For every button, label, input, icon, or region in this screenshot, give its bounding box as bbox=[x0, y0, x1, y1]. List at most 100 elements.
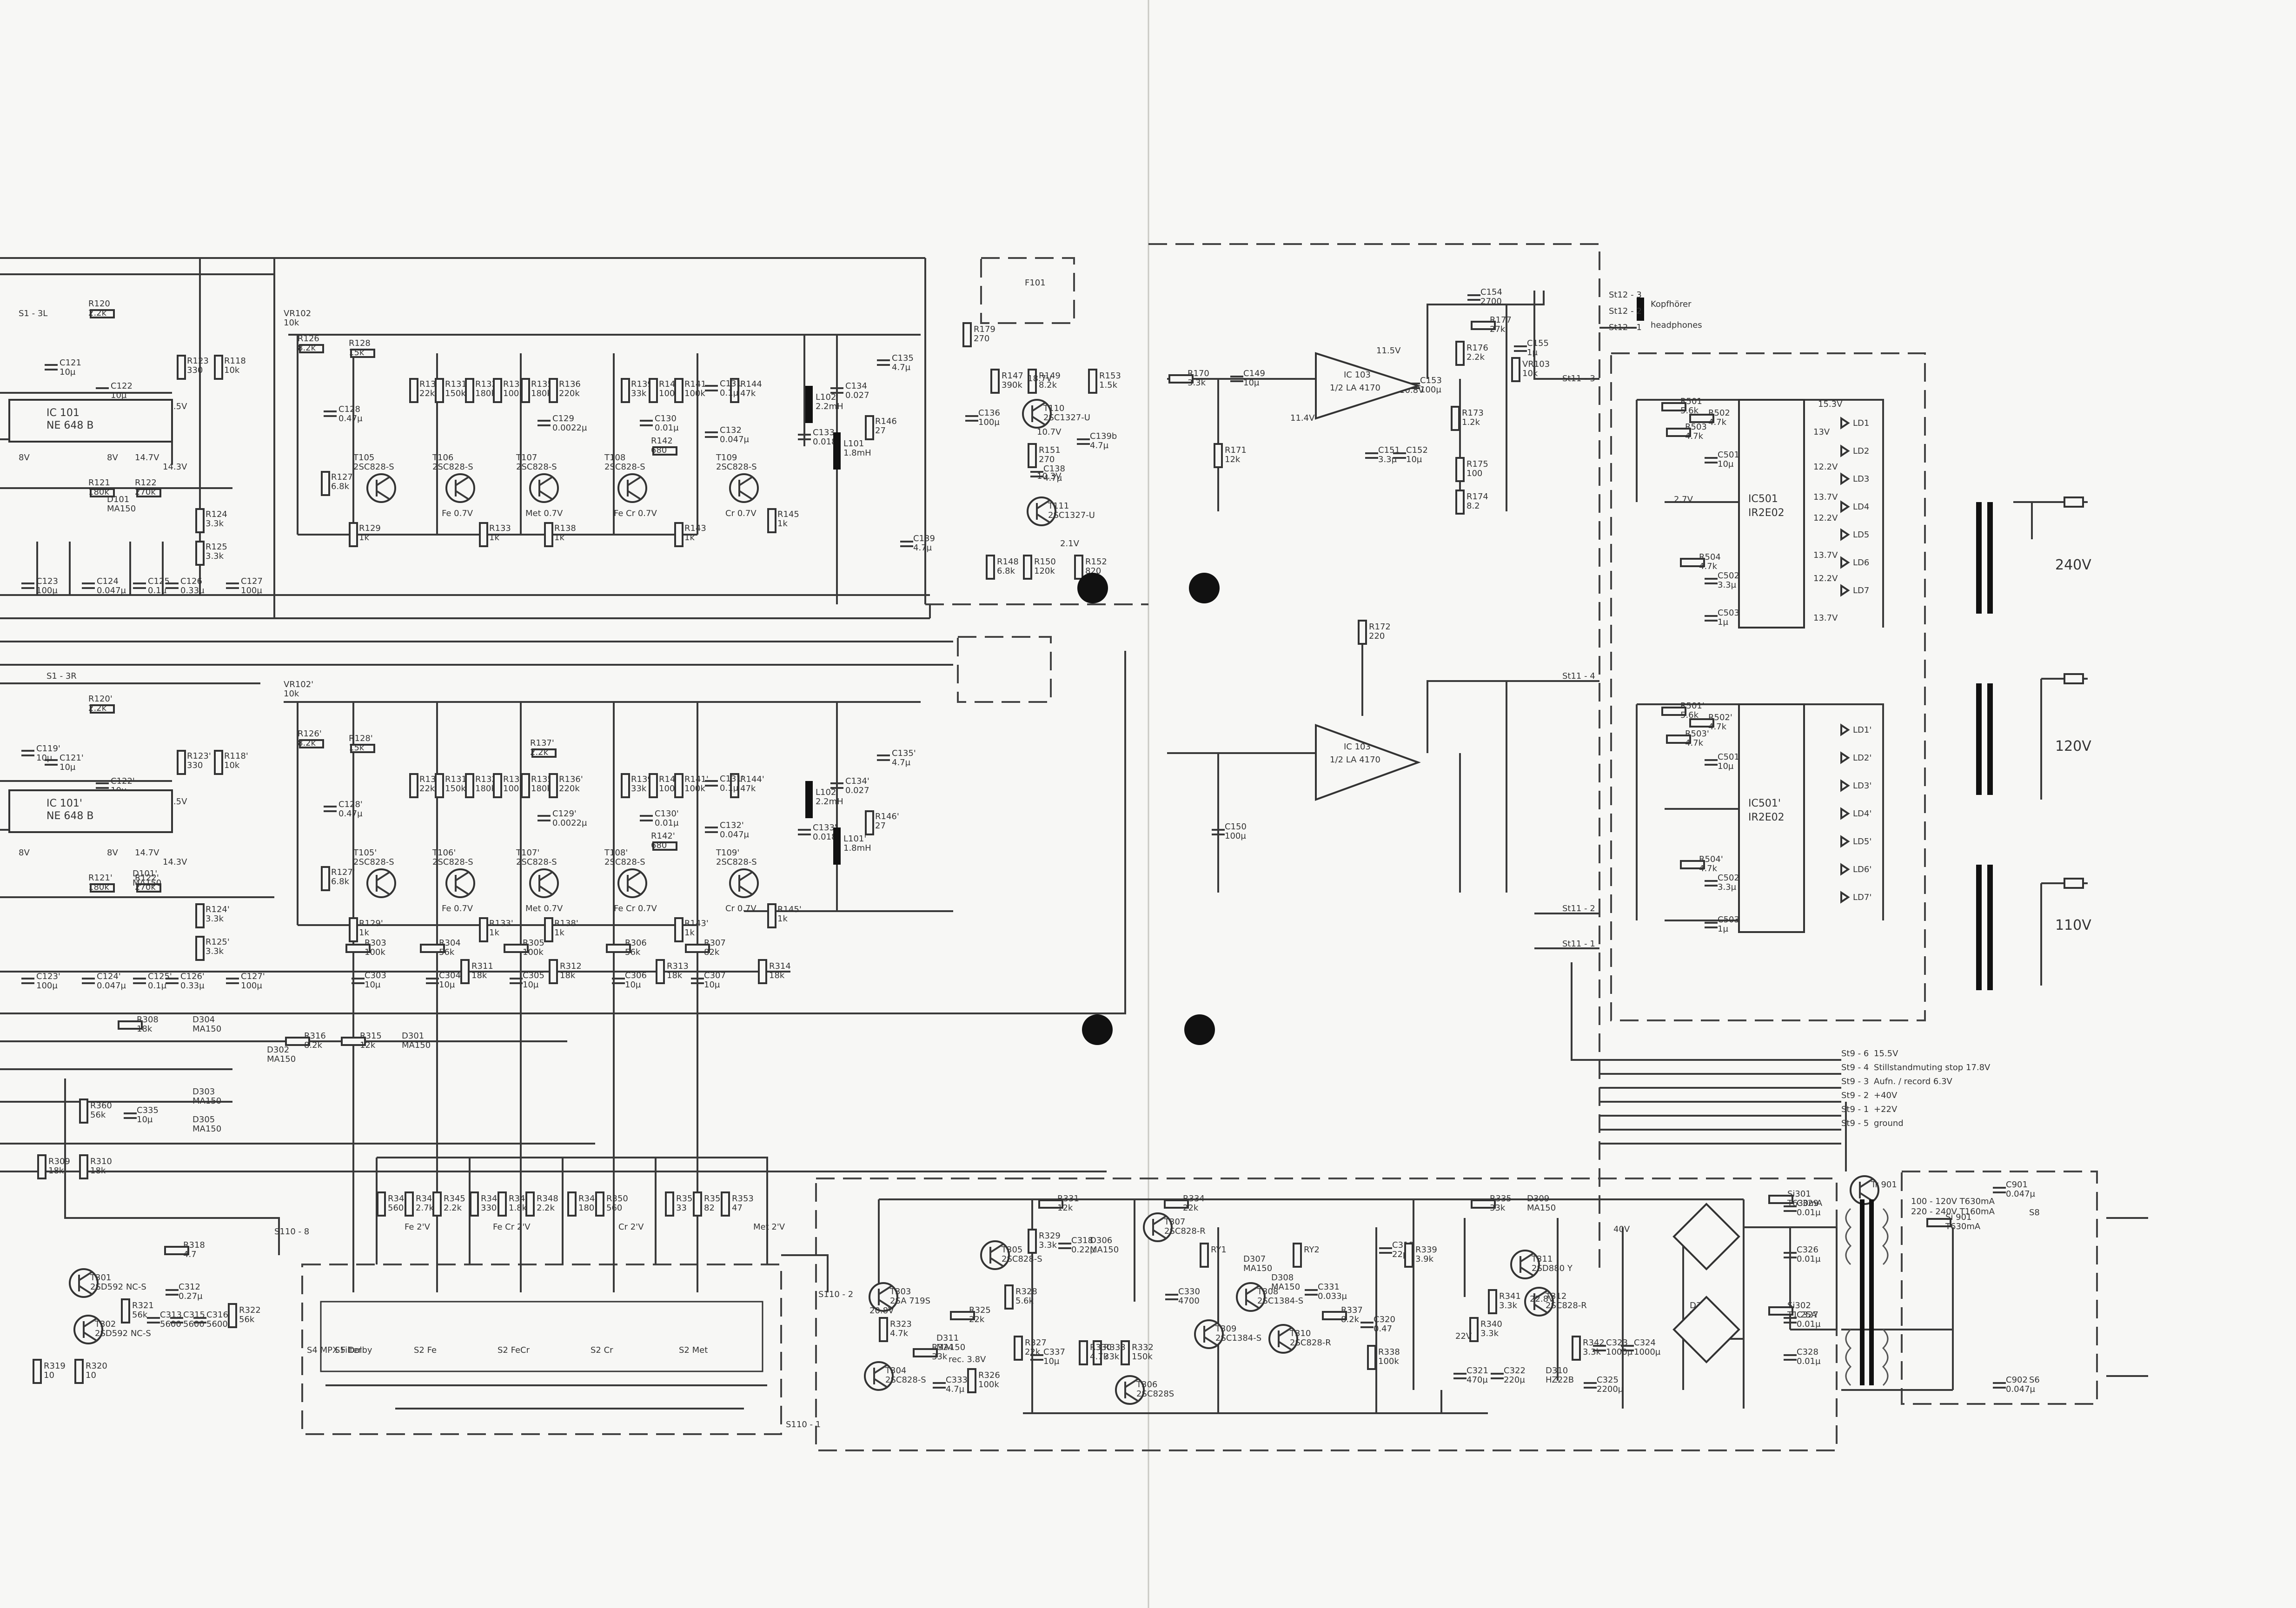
channel_right-c-ref-6: C132' bbox=[720, 821, 744, 830]
headphone-parts-val-27: 6.8k bbox=[997, 566, 1015, 576]
led-label-2: LD3' bbox=[1853, 781, 1871, 791]
power_supply-ref-2: T311 bbox=[1531, 1254, 1553, 1264]
resistor-body bbox=[90, 488, 115, 497]
channel_left-c-ref-11: C124 bbox=[97, 576, 119, 586]
mute-val-4: MA150 bbox=[402, 1040, 431, 1050]
resistor-body bbox=[214, 355, 223, 380]
resistor-body bbox=[1511, 357, 1520, 382]
channel_right-r-ref-18: R124' bbox=[206, 905, 230, 914]
bottom_left-val-3: 0.27µ bbox=[179, 1291, 203, 1301]
oscillator-val-20: MA150 bbox=[1090, 1245, 1119, 1255]
middle_filters-val-1: 56k bbox=[439, 947, 455, 957]
led_meter-bottom_parts-ref-2: R503' bbox=[1685, 729, 1709, 739]
selector_switch-resistors-ref-3: R346 bbox=[481, 1194, 503, 1204]
channel_right-r-val-14: 47k bbox=[740, 784, 756, 794]
middle_filters-ref-5: R311 bbox=[471, 961, 493, 971]
power_supply-ref-18: C326 bbox=[1797, 1245, 1818, 1255]
channel_left-r-val-9: 180k bbox=[531, 389, 552, 398]
channel_left-r-ref-24: R143 bbox=[684, 523, 706, 533]
power_supply-ref-21: Tr 901 bbox=[1871, 1180, 1897, 1190]
mute-ref-11: R310 bbox=[90, 1157, 112, 1166]
oscillator-val-9: 33k bbox=[932, 1352, 948, 1362]
tape-fe: Fe 2'V bbox=[405, 1222, 431, 1232]
oscillator-val-34: 3.9k bbox=[1415, 1254, 1434, 1264]
selector_switch-resistors-val-4: 1.8k bbox=[509, 1203, 527, 1213]
power_supply-ref-16: Si302 bbox=[1787, 1301, 1811, 1310]
middle_filters-val-11: 10µ bbox=[523, 980, 539, 990]
resistor-body bbox=[1293, 1243, 1302, 1268]
led-label-4: LD5 bbox=[1853, 530, 1869, 540]
resistor-body bbox=[121, 1298, 130, 1323]
resistor-body bbox=[549, 378, 558, 403]
oscillator-val-24: 4700 bbox=[1178, 1296, 1200, 1306]
capacitor-symbol bbox=[82, 978, 95, 984]
channel_right-r-val-23: 1k bbox=[554, 928, 564, 938]
led_meter-bottom_parts-ref-4: R504' bbox=[1699, 854, 1723, 864]
selector_switch-resistors-ref-9: R352 bbox=[704, 1194, 726, 1204]
transistor-symbol bbox=[1268, 1324, 1298, 1354]
selector_switch-resistors-ref-7: R350 bbox=[606, 1194, 628, 1204]
led_meter-bottom_parts-ref-3: C501' bbox=[1718, 752, 1742, 762]
middle_filters-val-7: 18k bbox=[667, 971, 683, 980]
power_supply-val-23: 0.047µ bbox=[2006, 1384, 2036, 1394]
selector-110v: 110V bbox=[2055, 917, 2091, 933]
resistor-body bbox=[321, 866, 330, 891]
capacitor-symbol bbox=[166, 1289, 179, 1296]
capacitor-symbol bbox=[1453, 1373, 1467, 1379]
selector-240v: 240V bbox=[2055, 557, 2091, 573]
bus-pin-6: St9 - 6 bbox=[1841, 1049, 1869, 1059]
selector_switch-resistors-val-5: 2.2k bbox=[537, 1203, 555, 1213]
channel_right-r-ref-19: R125' bbox=[206, 937, 230, 947]
middle_filters-val-8: 18k bbox=[769, 971, 785, 980]
oscillator-val-18: 0.22µ bbox=[1071, 1245, 1095, 1255]
oscillator-ref-17: R329 bbox=[1039, 1231, 1061, 1241]
headphone-parts-val-8: 8.2 bbox=[1467, 501, 1480, 511]
bus-label-6: 15.5V bbox=[1874, 1049, 1898, 1059]
oscillator-val-10: 22k bbox=[969, 1315, 985, 1324]
resistor-body bbox=[195, 903, 205, 928]
channel_left-r-val-22: 1k bbox=[489, 533, 499, 543]
oscillator-val-3: 2SC828S bbox=[1136, 1389, 1174, 1399]
bottom_left-ref-8: R322 bbox=[239, 1305, 261, 1315]
channel_right-r-val-17: 270k bbox=[135, 882, 156, 892]
oscillator-ref-4: T307 bbox=[1164, 1217, 1185, 1227]
resistor-body bbox=[606, 944, 631, 953]
channel_right-c-val-5: 0.1µ bbox=[720, 783, 739, 793]
channel_right-t-ref-1: T106' bbox=[432, 848, 456, 858]
channel_left-c-val-8: 0.027 bbox=[845, 390, 869, 400]
channel_left-r-val-21: 1k bbox=[359, 533, 369, 543]
channel_right-c-ref-3: C129' bbox=[552, 809, 577, 819]
pwr-note-4: 220 - 240V T160mA bbox=[1911, 1207, 1995, 1217]
channel_left-r-ref-18: R124 bbox=[206, 510, 227, 519]
channel_right-c-val-13: 0.33µ bbox=[180, 981, 205, 991]
power_supply-ref-23: C902 bbox=[2006, 1375, 2028, 1385]
channel_left-c-ref-7: C133 bbox=[813, 428, 835, 437]
channel_right-c-ref-10: C123' bbox=[36, 972, 60, 981]
oscillator-ref-1: T304 bbox=[885, 1366, 906, 1376]
oscillator-val-27: MA150 bbox=[1243, 1264, 1272, 1273]
power_supply-val-17: 0.01µ bbox=[1797, 1208, 1821, 1218]
resistor-body bbox=[479, 522, 488, 547]
capacitor-symbol bbox=[1491, 1373, 1504, 1379]
channel_left-l-val-0: 2.2mH bbox=[816, 402, 843, 411]
channel_right-c-ref-0: C121' bbox=[60, 753, 84, 763]
capacitor-symbol bbox=[900, 541, 913, 547]
channel_left-c-val-7: 0.018 bbox=[813, 437, 837, 447]
mute-val-0: 18k bbox=[137, 1024, 153, 1034]
led-label-3: LD4 bbox=[1853, 502, 1869, 512]
conn-st11-3: St11 - 3 bbox=[1562, 374, 1595, 384]
bottom_left-val-6: 5600 bbox=[183, 1319, 205, 1329]
resistor-body bbox=[1367, 1345, 1376, 1370]
pwr-note-0: 40V bbox=[1613, 1224, 1630, 1234]
led-voltage-2: 12.2V bbox=[1813, 462, 1838, 472]
channel_left-r-val-23: 1k bbox=[554, 533, 564, 543]
switch-left: S1 - 3L bbox=[19, 309, 47, 318]
oscillator-val-35: 4.7k bbox=[1090, 1352, 1108, 1362]
power_supply-val-3: 2SC828-R bbox=[1546, 1301, 1587, 1310]
led-symbol bbox=[1840, 751, 1850, 764]
capacitor-symbol bbox=[1784, 1205, 1797, 1212]
led-meter-wiring bbox=[1636, 399, 1884, 921]
power_supply-val-0: 33k bbox=[1490, 1203, 1506, 1213]
oscillator-val-4: 2SC828-R bbox=[1164, 1226, 1206, 1236]
resistor-body bbox=[377, 1191, 386, 1217]
